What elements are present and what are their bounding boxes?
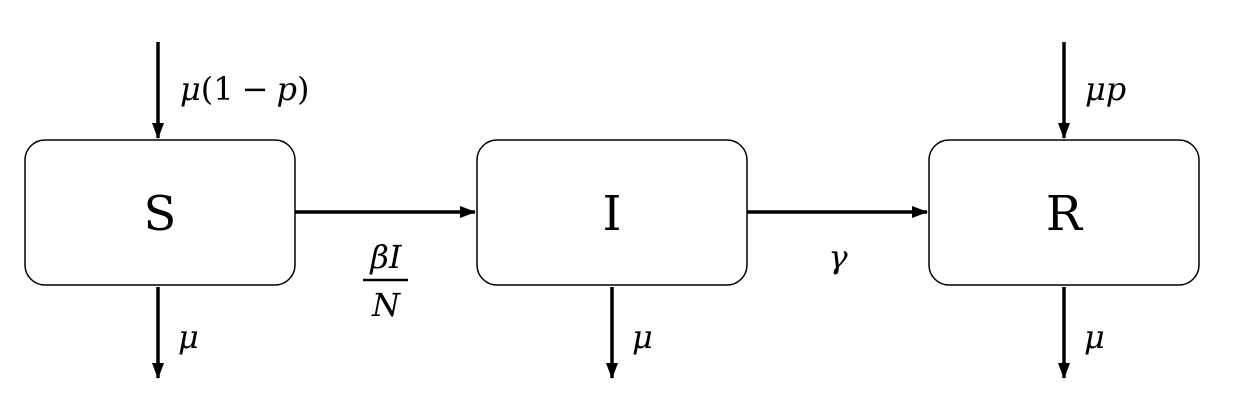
r-outflow-rate-label: μ	[1084, 318, 1105, 356]
i-outflow-rate-label: μ	[632, 318, 653, 356]
s-inflow-open-paren: (	[201, 70, 213, 108]
compartment-r-box	[928, 139, 1200, 286]
s-inflow-mu: μ	[180, 70, 201, 108]
infection-rate-denominator: N	[371, 286, 401, 324]
recovery-rate-label: γ	[828, 238, 848, 276]
compartment-r-label: R	[1046, 186, 1084, 242]
compartment-r: R	[928, 139, 1200, 286]
infection-rate-fraction: βI N	[363, 238, 408, 324]
r-inflow-rate-label: μp	[1085, 70, 1126, 108]
compartment-s-label: S	[144, 186, 177, 242]
compartment-i-label: I	[603, 186, 622, 242]
s-inflow-close-paren: )	[297, 70, 309, 108]
compartment-i: I	[476, 139, 748, 286]
s-inflow-minus: −	[242, 70, 269, 108]
infection-rate-numerator: βI	[369, 238, 403, 276]
s-outflow-rate-label: μ	[178, 318, 199, 356]
s-inflow-one: 1	[213, 70, 233, 108]
s-inflow-p: p	[276, 70, 296, 108]
s-inflow-rate-label: μ(1−p)	[180, 70, 309, 108]
compartment-s: S	[24, 139, 296, 286]
